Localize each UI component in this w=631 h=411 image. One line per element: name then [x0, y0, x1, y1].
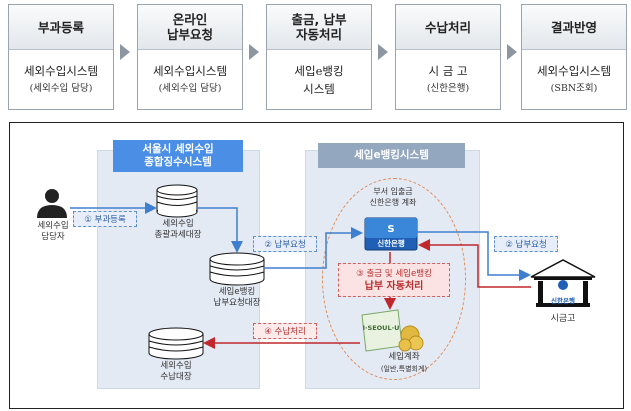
step-box-4: 수납처리 시 금 고 (신한은행): [395, 4, 501, 110]
svg-text:S: S: [387, 224, 394, 235]
person-icon: [37, 189, 67, 218]
right-panel-title: 세입e뱅킹시스템: [318, 143, 465, 168]
step-title: 출금, 납부 자동처리: [267, 5, 371, 50]
step-box-2: 온라인 납부요청 세외수입시스템 (세외수입 담당): [137, 4, 243, 110]
step-sub: (세외수입 담당): [29, 82, 93, 94]
account-label: 부서 입출금 신한은행 계좌: [369, 187, 417, 207]
step2-tag: ② 납부요청: [253, 236, 317, 252]
step2b-tag: ② 납부요청: [494, 236, 558, 252]
bank-sign: 신한은행: [551, 297, 575, 305]
chevron-right-icon: [378, 44, 388, 60]
step-sub: (세외수입 담당): [158, 82, 222, 94]
step-sub: (신한은행): [426, 82, 470, 94]
chevron-right-icon: [120, 44, 130, 60]
db-label: 세입e뱅킹 납부요청대장: [213, 287, 261, 308]
step3-line1: ③ 출금 및 세입e뱅킹: [356, 268, 432, 279]
bank-card-label: 신한은행: [377, 239, 405, 248]
step-title: 온라인 납부요청: [138, 5, 242, 50]
database-icon: [209, 252, 265, 286]
step3-box: ③ 출금 및 세입e뱅킹 납부 자동처리: [338, 263, 450, 297]
step4-tag: ④ 수납처리: [253, 323, 317, 339]
step-body: 세입e뱅킹 시스템: [294, 63, 344, 96]
database-icon: [148, 327, 204, 360]
step-box-5: 결과반영 세외수입시스템 (SBN조회): [521, 4, 627, 110]
chevron-right-icon: [249, 44, 259, 60]
database-icon: [156, 184, 198, 218]
step-title: 결과반영: [522, 5, 626, 50]
step-box-1: 부과등록 세외수입시스템 (세외수입 담당): [8, 4, 114, 110]
db-label: 세외수입 총괄과세대장: [154, 219, 202, 240]
step1-tag: ① 부과등록: [73, 211, 137, 227]
step-title: 수납처리: [396, 5, 500, 50]
step-body: 시 금 고: [428, 63, 468, 78]
actor-label: 세외수입 담당자: [37, 221, 69, 242]
step-sub: (SBN조회): [550, 82, 598, 94]
db-label: 세외수입 수납대장: [160, 361, 192, 382]
step-body: 세외수입시스템: [23, 63, 99, 78]
bank-card-icon: S: [364, 217, 418, 251]
chevron-right-icon: [507, 44, 517, 60]
step-box-3: 출금, 납부 자동처리 세입e뱅킹 시스템: [266, 4, 372, 110]
step-body: 세외수입시스템: [152, 63, 228, 78]
bank-building-label: 시금고: [550, 314, 576, 324]
step-body: 세외수입시스템: [536, 63, 612, 78]
tax-account-sub: (일반,특별회계): [380, 365, 428, 373]
tax-account-label: 세입계좌: [388, 352, 420, 362]
tax-account-card-icon: [361, 309, 424, 352]
step3-line2: 납부 자동처리: [364, 280, 424, 292]
card-brand: I·SEOUL·U: [362, 324, 400, 332]
auto-process-zone: [322, 178, 466, 380]
step-title: 부과등록: [9, 5, 113, 50]
bank-building-icon: [530, 259, 596, 307]
left-panel-title: 서울시 세외수입 종합징수시스템: [113, 140, 243, 172]
